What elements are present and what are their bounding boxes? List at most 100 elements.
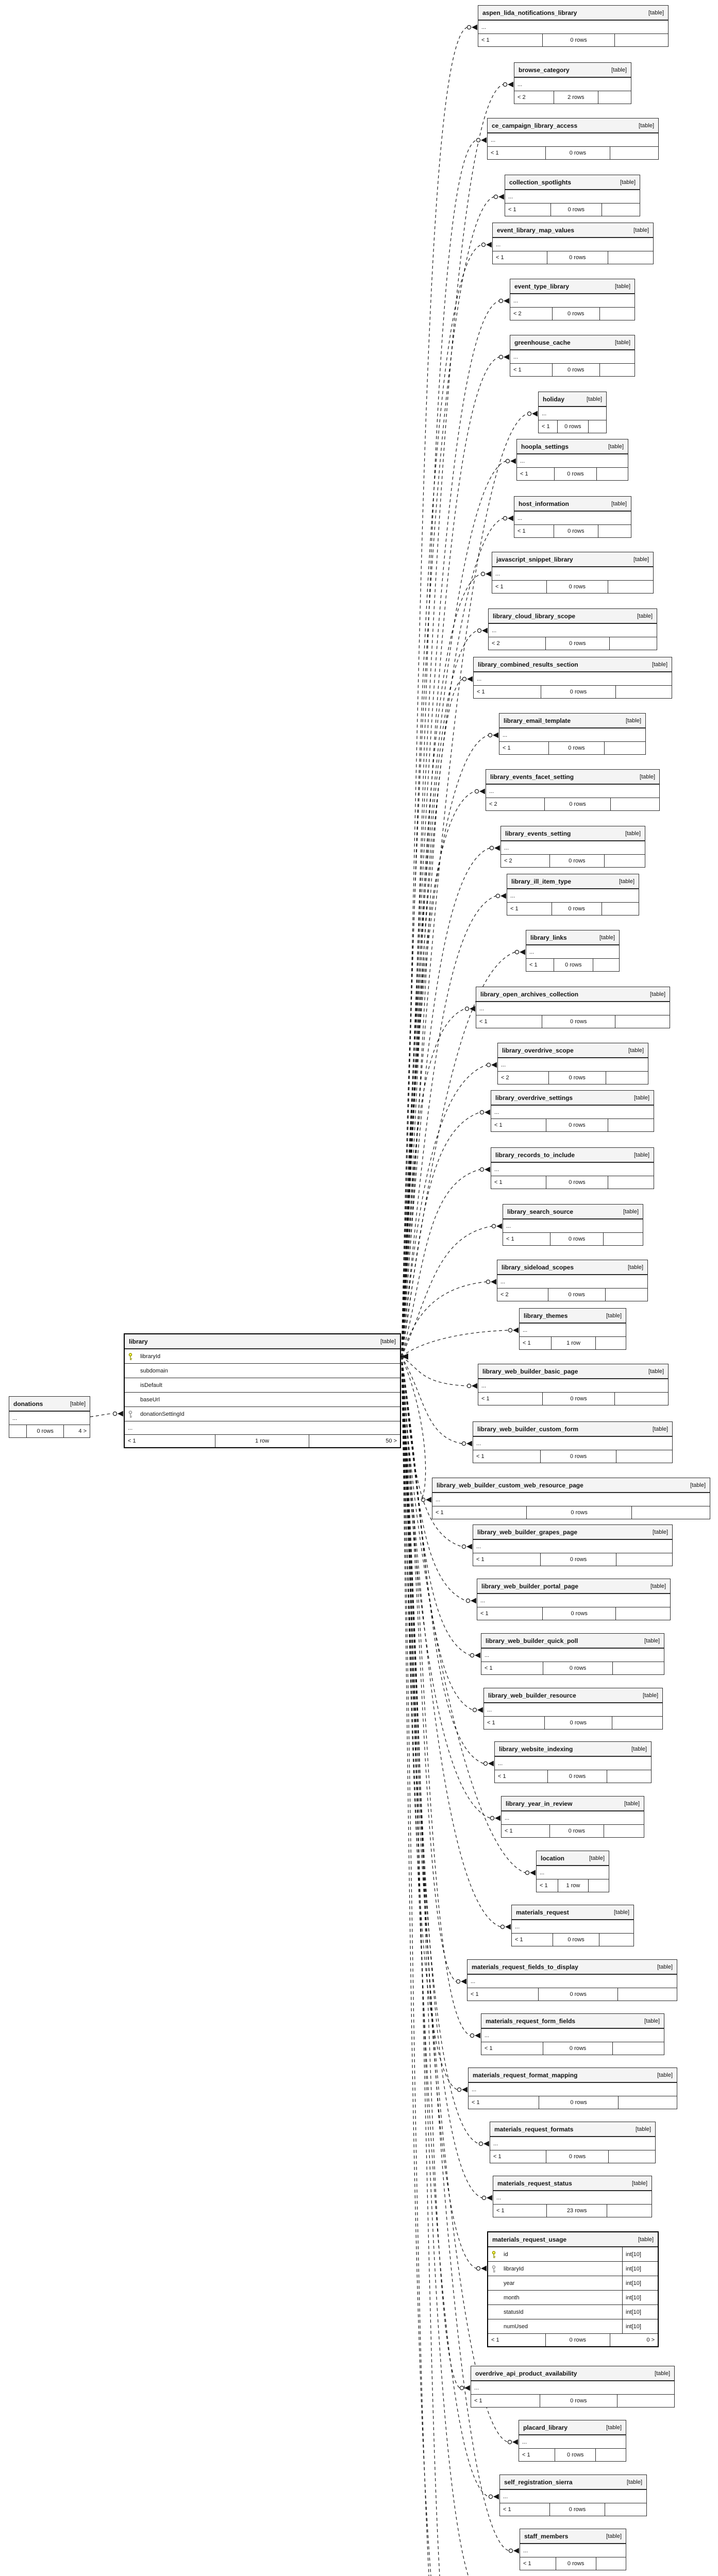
table-node-library_ill_item_type[interactable]: library_ill_item_type [table] ... < 1 0 …	[507, 874, 639, 916]
table-node-staff_members[interactable]: staff_members [table] ... < 1 0 rows	[520, 2529, 626, 2570]
footer-children: 50 >	[386, 1438, 397, 1444]
footer-children	[616, 1553, 672, 1566]
footer-parents: < 1	[502, 1825, 550, 1837]
table-body: ...	[499, 728, 645, 742]
collapsed-columns-row: ...	[539, 407, 606, 420]
table-footer: < 1 0 rows	[481, 1662, 664, 1674]
collapsed-columns-row: ...	[481, 2029, 664, 2042]
footer-rowcount: 0 rows	[554, 525, 598, 537]
table-node-materials_request_formats[interactable]: materials_request_formats [table] ... < …	[490, 2122, 656, 2163]
footer-children	[615, 1393, 668, 1405]
table-header: placard_library [table]	[519, 2420, 626, 2435]
collapsed-columns-row: ...	[491, 1163, 654, 1176]
footer-parents: < 2	[489, 637, 546, 650]
column-type: int[10]	[622, 2247, 655, 2261]
table-footer: < 1 0 rows	[500, 2503, 646, 2516]
collapsed-columns-row: ...	[495, 1757, 651, 1770]
table-header: library_events_setting [table]	[501, 826, 645, 841]
table-node-library_records_to_include[interactable]: library_records_to_include [table] ... <…	[491, 1147, 654, 1189]
table-node-library_events_facet_setting[interactable]: library_events_facet_setting [table] ...…	[486, 769, 660, 811]
footer-rowcount: 0 rows	[543, 1393, 615, 1405]
table-node-library_web_builder_custom_form[interactable]: library_web_builder_custom_form [table] …	[473, 1421, 673, 1463]
collapsed-columns-row: ...	[503, 1219, 643, 1233]
table-node-library_year_in_review[interactable]: library_year_in_review [table] ... < 1 0…	[501, 1796, 644, 1838]
table-header: library_combined_results_section [table]	[474, 657, 672, 672]
column-name: id	[504, 2251, 508, 2258]
table-type-tag: [table]	[628, 1264, 643, 1270]
table-node-ce_campaign_library_access[interactable]: ce_campaign_library_access [table] ... <…	[487, 118, 659, 160]
table-body: ...	[503, 1219, 643, 1233]
table-name: event_type_library	[514, 282, 570, 290]
table-node-library_events_setting[interactable]: library_events_setting [table] ... < 2 0…	[500, 826, 645, 868]
table-name: self_registration_sierra	[504, 2478, 573, 2486]
footer-parents: < 1	[495, 1770, 548, 1783]
table-node-library_web_builder_basic_page[interactable]: library_web_builder_basic_page [table] .…	[478, 1364, 669, 1405]
table-node-library_email_template[interactable]: library_email_template [table] ... < 1 0…	[499, 713, 646, 755]
table-node-overdrive_api_product_availability[interactable]: overdrive_api_product_availability [tabl…	[471, 2366, 675, 2408]
table-node-self_registration_sierra[interactable]: self_registration_sierra [table] ... < 1…	[499, 2475, 647, 2516]
table-node-library_combined_results_section[interactable]: library_combined_results_section [table]…	[473, 657, 672, 699]
table-node-library_links[interactable]: library_links [table] ... < 1 0 rows	[526, 930, 620, 972]
footer-rowcount: 0 rows	[547, 581, 608, 593]
footer-children	[593, 959, 619, 971]
collapsed-columns-row: ...	[493, 238, 653, 251]
table-header: materials_request_status [table]	[493, 2176, 652, 2191]
table-node-library_web_builder_custom_web_resource_page[interactable]: library_web_builder_custom_web_resource_…	[432, 1478, 710, 1519]
table-node-location[interactable]: location [table] ... < 1 1 row	[536, 1851, 609, 1892]
table-node-materials_request[interactable]: materials_request [table] ... < 1 0 rows	[511, 1905, 634, 1946]
table-footer: < 1 0 rows	[493, 251, 653, 264]
footer-parents: < 1	[491, 1119, 547, 1131]
table-node-host_information[interactable]: host_information [table] ... < 1 0 rows	[514, 496, 631, 538]
table-node-browse_category[interactable]: browse_category [table] ... < 2 2 rows	[514, 62, 631, 104]
table-node-materials_request_status[interactable]: materials_request_status [table] ... < 1…	[493, 2176, 652, 2217]
table-type-tag: [table]	[70, 1400, 86, 1407]
table-node-donations[interactable]: donations [table] ... 0 rows 4 >	[9, 1396, 90, 1438]
footer-rowcount: 0 rows	[550, 2503, 606, 2516]
table-node-library_overdrive_scope[interactable]: library_overdrive_scope [table] ... < 2 …	[497, 1043, 648, 1084]
table-node-library_web_builder_quick_poll[interactable]: library_web_builder_quick_poll [table] .…	[481, 1633, 664, 1675]
table-node-holiday[interactable]: holiday [table] ... < 1 0 rows	[538, 392, 607, 433]
table-node-library_search_source[interactable]: library_search_source [table] ... < 1 0 …	[503, 1204, 643, 1246]
table-node-placard_library[interactable]: placard_library [table] ... < 1 0 rows	[519, 2420, 626, 2462]
footer-parents: < 1	[484, 1717, 545, 1729]
footer-parents: < 1	[514, 525, 554, 537]
table-body: ...	[514, 78, 631, 91]
footer-parents: < 1	[500, 2503, 550, 2516]
table-node-javascript_snippet_library[interactable]: javascript_snippet_library [table] ... <…	[492, 552, 654, 594]
table-node-greenhouse_cache[interactable]: greenhouse_cache [table] ... < 1 0 rows	[510, 335, 635, 377]
table-node-library_web_builder_resource[interactable]: library_web_builder_resource [table] ...…	[483, 1688, 663, 1730]
collapsed-columns-row: ...	[520, 2544, 626, 2557]
table-header: aspen_lida_notifications_library [table]	[478, 6, 668, 21]
footer-children	[609, 2150, 655, 2163]
table-name: library_events_facet_setting	[490, 773, 574, 781]
table-node-library_sideload_scopes[interactable]: library_sideload_scopes [table] ... < 2 …	[497, 1260, 648, 1301]
footer-parents: < 1	[510, 364, 553, 376]
table-node-library_website_indexing[interactable]: library_website_indexing [table] ... < 1…	[494, 1741, 652, 1783]
footer-rowcount: 0 rows	[543, 1662, 613, 1674]
table-node-collection_spotlights[interactable]: collection_spotlights [table] ... < 1 0 …	[505, 175, 640, 216]
table-body: ...	[501, 841, 645, 855]
table-node-library_overdrive_settings[interactable]: library_overdrive_settings [table] ... <…	[491, 1090, 654, 1132]
table-node-library_open_archives_collection[interactable]: library_open_archives_collection [table]…	[476, 987, 670, 1028]
table-node-event_library_map_values[interactable]: event_library_map_values [table] ... < 1…	[492, 223, 654, 264]
table-node-materials_request_fields_to_display[interactable]: materials_request_fields_to_display [tab…	[467, 1959, 677, 2001]
table-node-library_themes[interactable]: library_themes [table] ... < 1 1 row	[519, 1308, 626, 1350]
table-node-hoopla_settings[interactable]: hoopla_settings [table] ... < 1 0 rows	[516, 439, 628, 481]
footer-parents: < 2	[501, 855, 550, 867]
table-node-library_web_builder_portal_page[interactable]: library_web_builder_portal_page [table] …	[477, 1579, 671, 1620]
table-footer: < 1 0 rows	[503, 1233, 643, 1245]
table-type-tag: [table]	[634, 1094, 649, 1101]
footer-rowcount: 0 rows	[541, 1553, 616, 1566]
table-node-materials_request_format_mapping[interactable]: materials_request_format_mapping [table]…	[468, 2067, 677, 2109]
table-node-materials_request_form_fields[interactable]: materials_request_form_fields [table] ..…	[481, 2013, 664, 2055]
table-body: ...	[471, 2381, 674, 2395]
table-node-library_web_builder_grapes_page[interactable]: library_web_builder_grapes_page [table] …	[473, 1524, 673, 1566]
table-node-event_type_library[interactable]: event_type_library [table] ... < 2 0 row…	[510, 279, 635, 320]
table-node-library_cloud_library_scope[interactable]: library_cloud_library_scope [table] ... …	[488, 608, 657, 650]
table-node-aspen_lida_notifications_library[interactable]: aspen_lida_notifications_library [table]…	[478, 5, 669, 47]
table-footer: < 1 1 row 50 >	[125, 1435, 400, 1447]
